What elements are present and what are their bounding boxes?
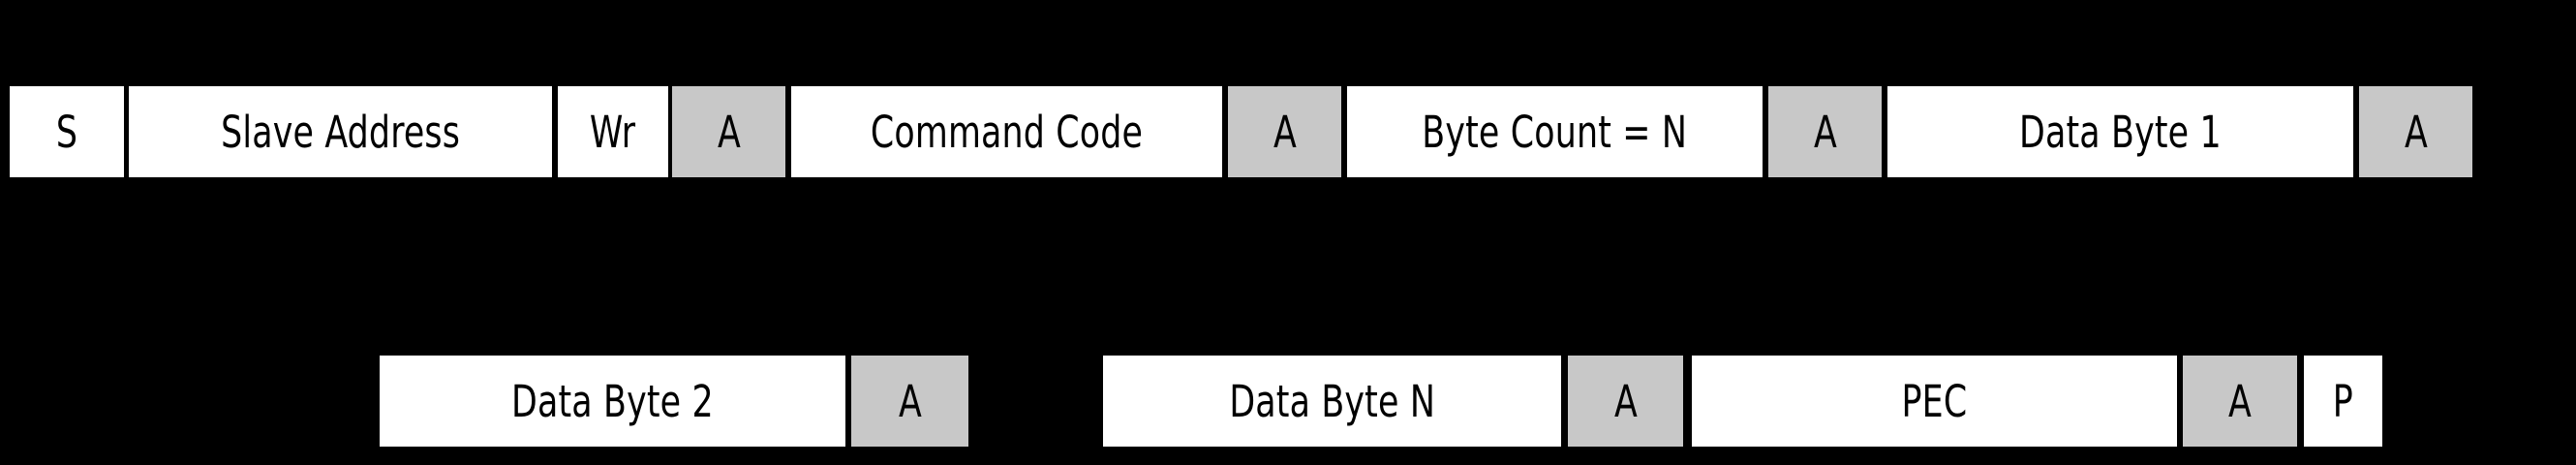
protocol-field-p: P: [2304, 356, 2382, 447]
protocol-row-2: Data Byte 2 A Data Byte N A PEC A P: [0, 356, 2576, 447]
protocol-field-a: A: [851, 356, 968, 447]
protocol-field-label: A: [898, 375, 922, 427]
protocol-field-label: A: [1813, 106, 1837, 158]
protocol-row-1: S Slave Address Wr A Command Code A Byte Count…: [0, 86, 2576, 177]
protocol-field-label: A: [1613, 375, 1638, 427]
protocol-field-label: Byte Count = N: [1422, 106, 1688, 158]
protocol-field-a: A: [2183, 356, 2297, 447]
protocol-field-a: A: [1568, 356, 1683, 447]
protocol-field-a: A: [1768, 86, 1882, 177]
protocol-field-label: Command Code: [870, 106, 1144, 158]
protocol-field-slave-address: Slave Address: [129, 86, 552, 177]
protocol-field-label: A: [2227, 375, 2252, 427]
protocol-field-label: S: [55, 106, 78, 158]
protocol-field-data-byte-n: Data Byte N: [1103, 356, 1561, 447]
protocol-field-label: A: [717, 106, 741, 158]
protocol-field-a: A: [2359, 86, 2472, 177]
protocol-field-a: A: [672, 86, 785, 177]
protocol-field-label: Data Byte N: [1229, 375, 1435, 427]
protocol-field-command-code: Command Code: [791, 86, 1222, 177]
protocol-field-wr: Wr: [558, 86, 668, 177]
protocol-field-label: Slave Address: [221, 106, 460, 158]
protocol-field-pec: PEC: [1692, 356, 2177, 447]
protocol-field-label: A: [2404, 106, 2428, 158]
protocol-field-label: P: [2332, 375, 2354, 427]
protocol-field-label: A: [1273, 106, 1297, 158]
protocol-field-label: Data Byte 2: [511, 375, 714, 427]
protocol-field-label: PEC: [1901, 375, 1968, 427]
protocol-field-data-byte-2: Data Byte 2: [380, 356, 845, 447]
protocol-field-a: A: [1228, 86, 1341, 177]
protocol-field-byte-count-n: Byte Count = N: [1347, 86, 1763, 177]
protocol-field-label: Data Byte 1: [2019, 106, 2222, 158]
protocol-field-s: S: [10, 86, 124, 177]
protocol-field-label: Wr: [590, 106, 636, 158]
protocol-field-data-byte-1: Data Byte 1: [1887, 86, 2353, 177]
